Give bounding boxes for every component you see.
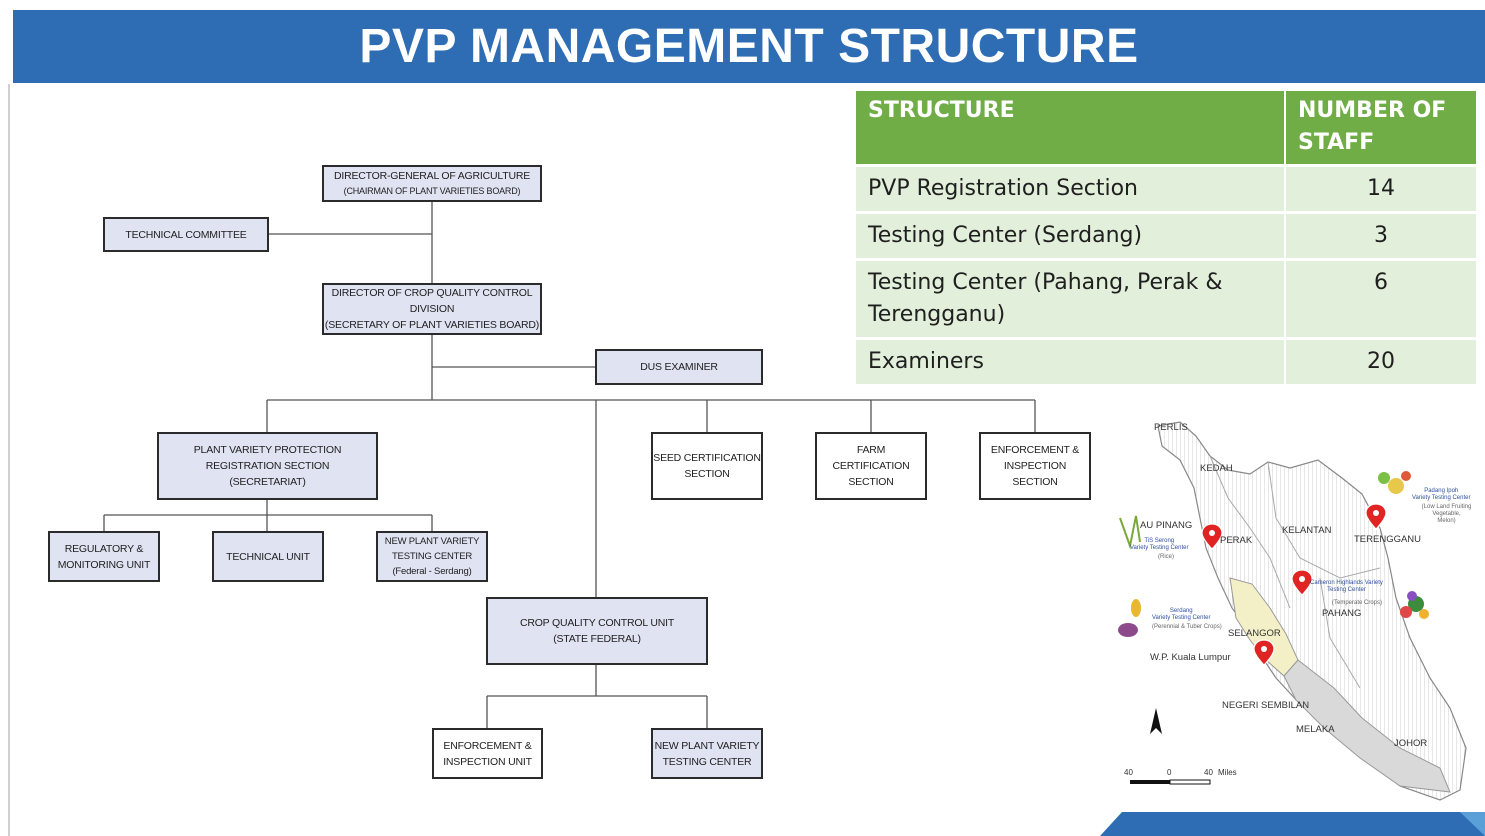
technical-unit-box: TECHNICAL UNIT (212, 531, 324, 582)
map-label-perak: PERAK (1220, 535, 1253, 546)
map-label-melaka: MELAKA (1296, 724, 1335, 735)
center-label-tis-serong: TiS Serong Variety Testing Center (1130, 538, 1189, 551)
map-label-pahang: PAHANG (1322, 608, 1362, 619)
dus-examiner-box: DUS EXAMINER (595, 349, 763, 385)
enforcement-section-box: ENFORCEMENT & INSPECTION SECTION (979, 432, 1091, 500)
staff-table: STRUCTURE NUMBER OF STAFF PVP Registrati… (856, 91, 1476, 384)
map-graphic (1100, 421, 1485, 836)
table-header-structure: STRUCTURE (856, 91, 1286, 165)
scale-left: 40 (1124, 768, 1133, 777)
table-header-staff: NUMBER OF STAFF (1285, 91, 1476, 165)
table-cell-staff: 20 (1285, 336, 1476, 384)
map-label-kedah: KEDAH (1200, 463, 1233, 474)
table-cell-structure: Examiners (856, 336, 1286, 384)
table-cell-structure: Testing Center (Pahang, Perak & Terengga… (856, 257, 1286, 338)
map-label-selangor: SELANGOR (1228, 628, 1281, 639)
scale-zero: 0 (1167, 768, 1172, 777)
map-label-kelantan: KELANTAN (1282, 525, 1332, 536)
table-row: Testing Center (Serdang) 3 (856, 210, 1476, 259)
enforcement-unit-box: ENFORCEMENT & INSPECTION UNIT (432, 728, 543, 779)
table-cell-staff: 3 (1285, 210, 1476, 259)
table-header-row: STRUCTURE NUMBER OF STAFF (856, 91, 1476, 165)
regulatory-unit-box: REGULATORY & MONITORING UNIT (48, 531, 160, 582)
scale-unit: Miles (1218, 768, 1237, 777)
npv-center-box: NEW PLANT VARIETY TESTING CENTER (651, 728, 763, 779)
director-general-subtitle: (CHAIRMAN OF PLANT VARIETIES BOARD) (343, 185, 521, 196)
map-label-johor: JOHOR (1394, 738, 1428, 749)
center-sub-tis-serong: (Rice) (1158, 554, 1174, 560)
scale-right: 40 (1204, 768, 1213, 777)
director-cqc-box: DIRECTOR OF CROP QUALITY CONTROL DIVISIO… (322, 283, 542, 335)
table-cell-structure: Testing Center (Serdang) (856, 210, 1286, 259)
center-sub-padang-ipoh: (Low Land Fruiting Vegetable, Melon) (1421, 504, 1472, 524)
north-arrow-icon (1150, 708, 1162, 734)
pvp-registration-section-box: PLANT VARIETY PROTECTION REGISTRATION SE… (157, 432, 378, 500)
technical-committee-box: TECHNICAL COMMITTEE (103, 217, 269, 252)
table-row: Testing Center (Pahang, Perak & Terengga… (856, 257, 1476, 338)
seed-certification-box: SEED CERTIFICATION SECTION (651, 432, 763, 500)
table-row: Examiners 20 (856, 336, 1476, 384)
slide-border (8, 84, 10, 836)
cqc-unit-box: CROP QUALITY CONTROL UNIT (STATE FEDERAL… (486, 597, 708, 665)
map-label-negeri-sembilan: NEGERI SEMBILAN (1222, 700, 1310, 711)
center-label-padang-ipoh: Padang Ipoh Variety Testing Center (1412, 488, 1471, 501)
table-cell-staff: 14 (1285, 163, 1476, 212)
table-row: PVP Registration Section 14 (856, 163, 1476, 212)
map-label-pulau-pinang: AU PINANG (1140, 520, 1193, 531)
malaysia-map: PERLIS KEDAH AU PINANG PERAK KELANTAN TE… (1100, 408, 1485, 836)
farm-certification-box: FARM CERTIFICATION SECTION (815, 432, 927, 500)
map-label-terengganu: TERENGGANU (1354, 534, 1422, 545)
map-label-perlis: PERLIS (1154, 422, 1188, 433)
center-label-serdang: Serdang Variety Testing Center (1152, 608, 1211, 621)
map-label-kuala-lumpur: W.P. Kuala Lumpur (1150, 652, 1231, 663)
produce-illustrations (1118, 471, 1429, 637)
director-general-box: DIRECTOR-GENERAL OF AGRICULTURE (CHAIRMA… (322, 165, 542, 202)
director-general-title: DIRECTOR-GENERAL OF AGRICULTURE (333, 169, 531, 182)
page-title: PVP MANAGEMENT STRUCTURE (13, 10, 1485, 83)
npv-center-federal-box: NEW PLANT VARIETY TESTING CENTER (Federa… (376, 531, 488, 582)
center-sub-cameron: (Temperate Crops) (1332, 600, 1383, 606)
table-cell-structure: PVP Registration Section (856, 163, 1286, 212)
table-cell-staff: 6 (1285, 257, 1476, 338)
center-sub-serdang: (Perennial & Tuber Crops) (1152, 624, 1222, 630)
center-label-cameron: Cameron Highlands Variety Testing Center (1310, 580, 1383, 593)
